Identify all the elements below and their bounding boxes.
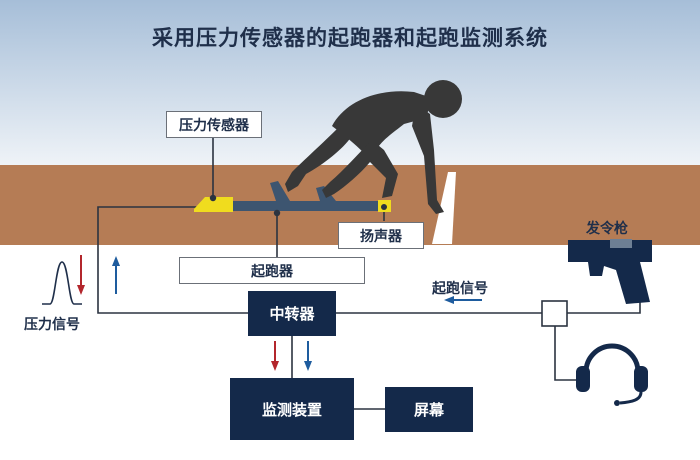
gun-body xyxy=(568,240,652,304)
headset-mic-tip xyxy=(614,400,620,406)
sensor-dot xyxy=(209,194,217,202)
start-signal-label: 起跑信号 xyxy=(432,281,488,297)
pressure-sensor-label: 压力传感器 xyxy=(166,111,262,138)
gun-sight xyxy=(610,239,632,248)
starting-block xyxy=(194,181,391,217)
starting-gun-icon xyxy=(568,239,652,304)
starting-gun-label: 发令枪 xyxy=(586,221,628,237)
headset-band xyxy=(583,343,641,373)
starting-block-rail xyxy=(233,201,378,211)
headset-left-cup xyxy=(576,366,590,392)
pressure-curve xyxy=(42,261,82,305)
runner-front-leg xyxy=(322,140,398,198)
runner-body xyxy=(332,91,432,158)
signal-junction-box xyxy=(541,300,568,327)
wire-junction-to-gun xyxy=(567,302,641,314)
runner-head xyxy=(424,80,462,118)
speaker-label: 扬声器 xyxy=(338,222,424,249)
signal-arrows xyxy=(77,255,482,371)
block-dot xyxy=(273,209,281,217)
signal-wiring xyxy=(97,137,641,410)
wire-junction-to-headset xyxy=(554,326,578,381)
wire-block-to-relay xyxy=(97,206,248,314)
relay-down-arrow-red-head xyxy=(271,361,279,371)
track-lane-line xyxy=(432,172,456,244)
starting-block-label: 起跑器 xyxy=(179,257,365,284)
start-signal-arrow-head xyxy=(444,296,454,304)
headset-icon xyxy=(576,343,648,406)
pressure-signal-label: 压力信号 xyxy=(24,317,80,333)
headset-right-cup xyxy=(634,366,648,392)
pressure-curve-icon xyxy=(42,261,82,305)
runner-arm xyxy=(412,104,444,214)
gun-trigger-guard xyxy=(594,262,608,264)
headset-mic xyxy=(619,391,643,405)
pressure-arrow-down-head xyxy=(77,285,85,295)
relay-down-arrow-blue-head xyxy=(304,361,312,371)
monitor-box: 监测装置 xyxy=(230,378,354,440)
relay-box: 中转器 xyxy=(248,291,336,336)
feedback-arrow-up-head xyxy=(112,256,120,266)
speaker-dot xyxy=(381,204,387,210)
runner-rear-leg xyxy=(285,126,352,192)
page-title: 采用压力传感器的起跑器和起跑监测系统 xyxy=(152,26,548,50)
runner-silhouette xyxy=(285,80,462,214)
block-foot-plate-rear xyxy=(270,181,290,201)
screen-box: 屏幕 xyxy=(385,387,473,432)
pressure-sensor-pad xyxy=(194,197,233,212)
